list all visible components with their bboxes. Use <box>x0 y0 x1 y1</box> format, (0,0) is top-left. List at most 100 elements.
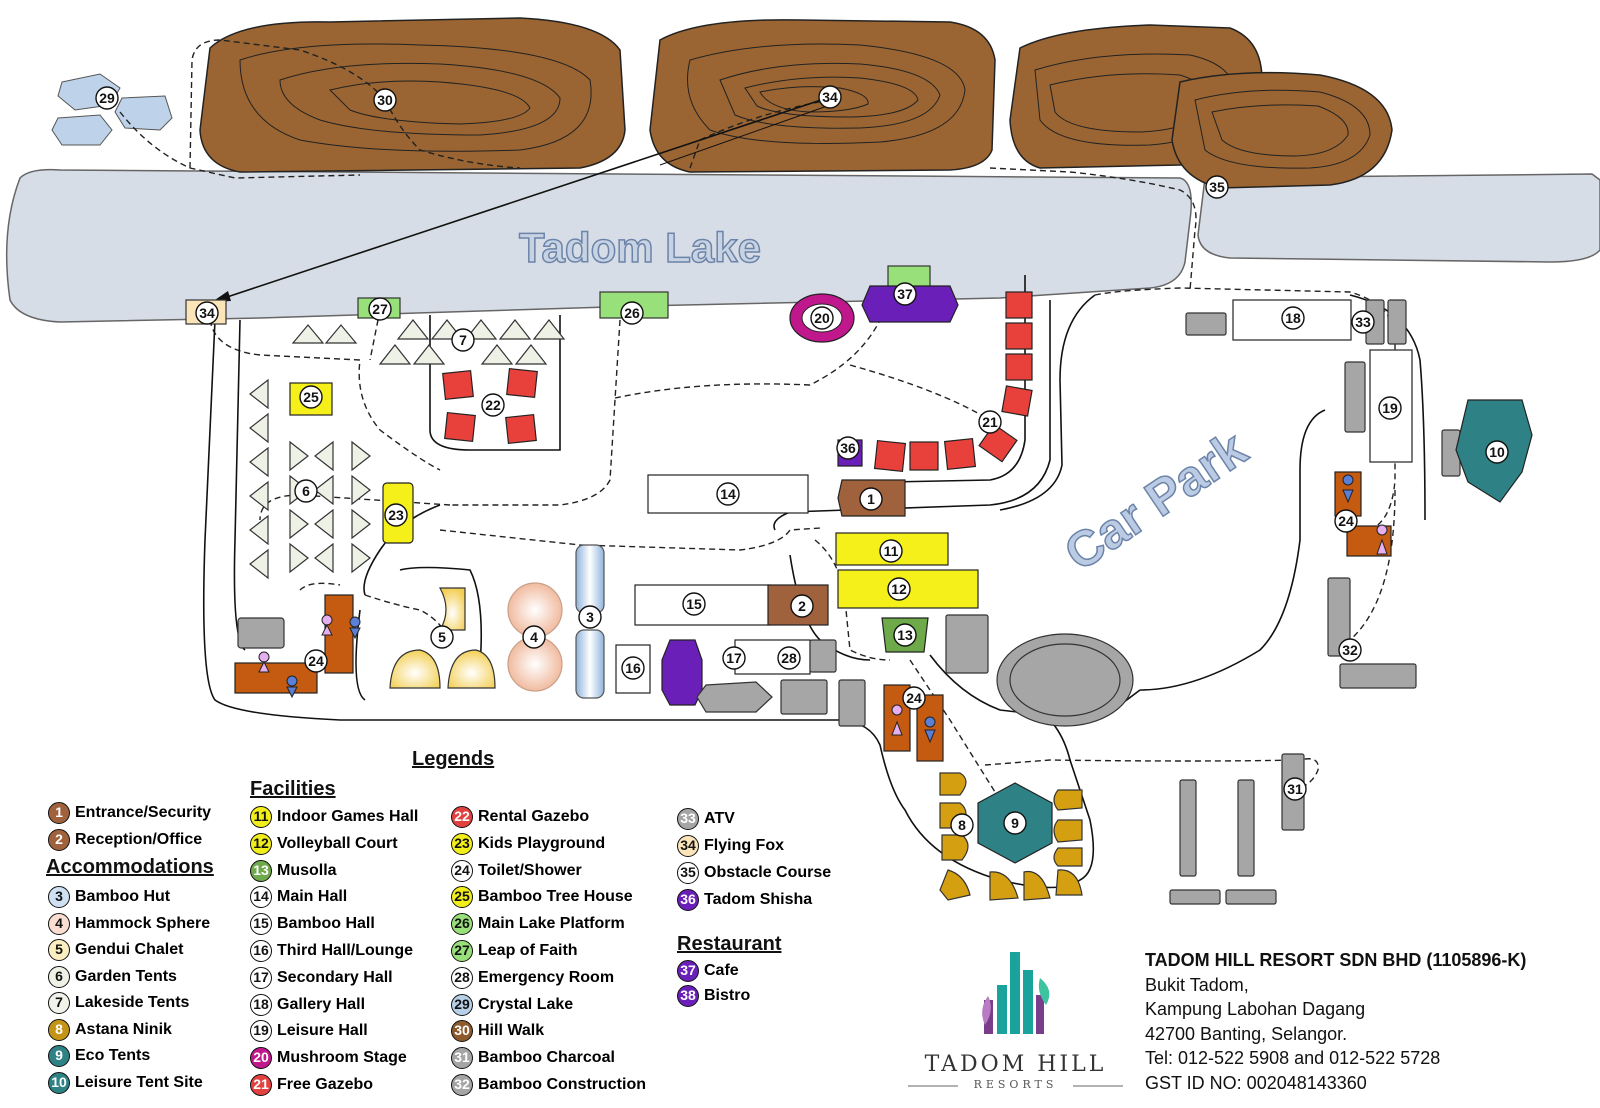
marker-6[interactable]: 6 <box>302 483 310 499</box>
marker-25[interactable]: 25 <box>303 389 319 405</box>
marker-circle <box>294 479 318 503</box>
legend-badge: 2 <box>48 828 70 851</box>
legend-badge: 9 <box>48 1045 70 1067</box>
legend-label: Gallery Hall <box>277 995 366 1013</box>
legend-label: Musolla <box>277 861 337 879</box>
legend-label: Obstacle Course <box>704 864 832 881</box>
logo-name: TADOM HILL <box>924 1052 1107 1077</box>
marker-5[interactable]: 5 <box>438 629 446 645</box>
company-address-3: 42700 Banting, Selangor. <box>1145 1023 1348 1044</box>
marker-circle <box>818 85 842 109</box>
legend-label: Bamboo Hut <box>75 888 171 905</box>
gazebos <box>442 291 1033 473</box>
marker-31[interactable]: 31 <box>1287 781 1303 797</box>
marker-14[interactable]: 14 <box>720 486 736 502</box>
marker-34[interactable]: 34 <box>199 305 215 321</box>
legend-item-4: 4 Hammock Sphere <box>48 912 211 935</box>
legend-label: Volleyball Court <box>277 834 398 852</box>
marker-22[interactable]: 22 <box>485 397 501 413</box>
marker-circle <box>481 393 505 417</box>
marker-11[interactable]: 11 <box>884 543 899 559</box>
logo-mark <box>908 952 1123 1087</box>
marker-20[interactable]: 20 <box>814 310 830 326</box>
legend-badge: 37 <box>677 960 699 982</box>
marker-35[interactable]: 35 <box>1209 179 1225 195</box>
legend-badge: 16 <box>250 940 272 962</box>
marker-32[interactable]: 32 <box>1342 642 1358 658</box>
legend-badge: 26 <box>451 913 473 936</box>
marker-23[interactable]: 23 <box>388 507 404 523</box>
marker-circle <box>1205 175 1229 199</box>
legend-label: Rental Gazebo <box>478 808 590 825</box>
legend-badge: 34 <box>677 835 699 857</box>
marker-10[interactable]: 10 <box>1489 444 1505 460</box>
marker-7[interactable]: 7 <box>459 332 467 348</box>
marker-1[interactable]: 1 <box>867 491 875 507</box>
restaurant-heading: Restaurant <box>677 933 782 955</box>
legend-badge: 25 <box>451 886 473 909</box>
marker-33[interactable]: 33 <box>1355 314 1371 330</box>
legend-label: Garden Tents <box>75 967 177 985</box>
legend-badge: 6 <box>48 965 70 988</box>
legend-label: Leisure Tent Site <box>75 1073 203 1091</box>
legend-label: Tadom Shisha <box>704 891 813 908</box>
legend-item-6: 6 Garden Tents <box>48 965 177 988</box>
hills <box>199 17 1393 189</box>
legend-label: Free Gazebo <box>277 1076 374 1093</box>
legend-badge: 31 <box>451 1047 473 1070</box>
marker-19[interactable]: 19 <box>1382 400 1398 416</box>
marker-24[interactable]: 24 <box>906 690 922 706</box>
carpark-label: Car Park <box>1055 420 1257 582</box>
marker-8[interactable]: 8 <box>958 817 966 833</box>
legend-label: Mushroom Stage <box>277 1049 407 1067</box>
marker-36[interactable]: 36 <box>840 440 856 456</box>
marker-9[interactable]: 9 <box>1011 815 1019 831</box>
legend-badge: 23 <box>451 832 473 855</box>
facilities-heading: Facilities <box>250 778 336 800</box>
legend-label: Emergency Room <box>478 968 615 986</box>
marker-16[interactable]: 16 <box>625 660 641 676</box>
marker-26[interactable]: 26 <box>624 305 640 321</box>
legend-label: Leisure Hall <box>277 1022 368 1040</box>
marker-29[interactable]: 29 <box>99 90 115 106</box>
legend-label: Bamboo Hall <box>277 915 375 933</box>
marker-3[interactable]: 3 <box>586 609 594 625</box>
marker-27[interactable]: 27 <box>372 301 388 317</box>
marker-circle <box>1281 306 1305 330</box>
marker-37[interactable]: 37 <box>897 286 913 302</box>
marker-17[interactable]: 17 <box>726 650 742 666</box>
marker-24[interactable]: 24 <box>308 653 324 669</box>
marker-circle <box>304 649 328 673</box>
legend-badge: 30 <box>451 1020 473 1043</box>
marker-circle <box>716 482 740 506</box>
marker-15[interactable]: 15 <box>686 596 702 612</box>
marker-18[interactable]: 18 <box>1285 310 1301 326</box>
marker-circle <box>790 594 814 618</box>
marker-30[interactable]: 30 <box>377 92 393 108</box>
marker-12[interactable]: 12 <box>891 581 907 597</box>
company-info: TADOM HILL RESORT SDN BHD (1105896-K) Bu… <box>1145 948 1526 1095</box>
gray-buildings <box>237 299 1461 905</box>
marker-28[interactable]: 28 <box>781 650 797 666</box>
legend-badge: 4 <box>48 912 70 935</box>
legend-label: Hammock Sphere <box>75 914 211 932</box>
marker-24[interactable]: 24 <box>1338 513 1354 529</box>
marker-circle <box>859 487 883 511</box>
marker-34[interactable]: 34 <box>822 89 838 105</box>
marker-4[interactable]: 4 <box>530 629 538 645</box>
legend-label: Flying Fox <box>704 837 784 854</box>
marker-21[interactable]: 21 <box>982 414 998 430</box>
marker-2[interactable]: 2 <box>798 598 806 614</box>
marker-13[interactable]: 13 <box>897 627 913 643</box>
company-address-2: Kampung Labohan Dagang <box>1145 999 1366 1019</box>
